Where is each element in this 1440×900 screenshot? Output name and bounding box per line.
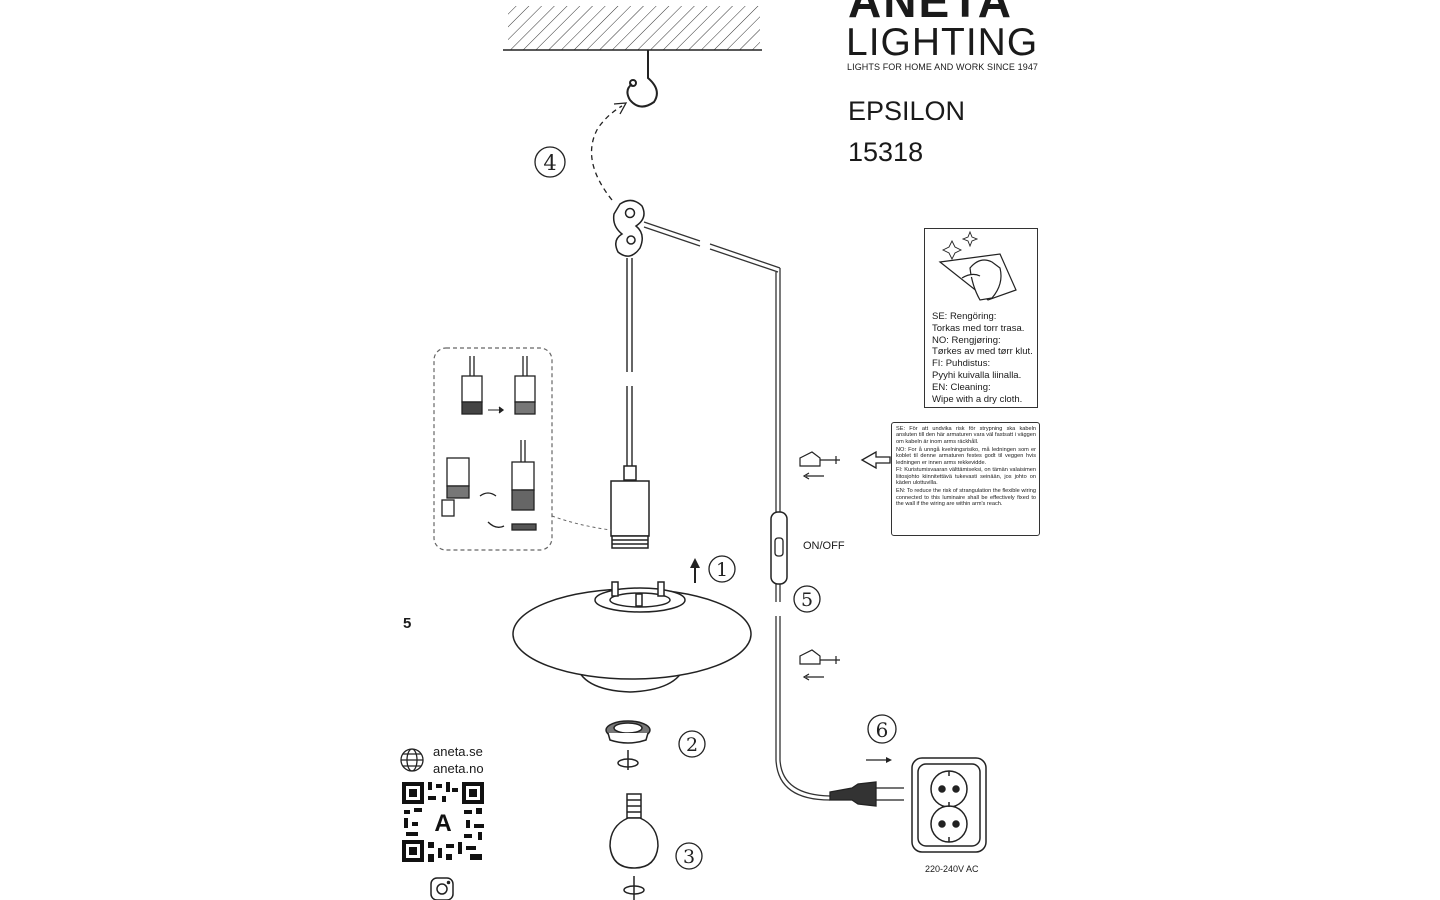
power-cord bbox=[643, 221, 831, 801]
safety-warning-box bbox=[891, 422, 1040, 536]
step-6-marker bbox=[867, 714, 897, 744]
step-1-label: 1 bbox=[716, 559, 728, 581]
cable-clip-icon bbox=[799, 451, 840, 480]
instagram-icon bbox=[430, 877, 454, 900]
suspension-cord bbox=[626, 258, 633, 466]
inline-switch bbox=[770, 511, 788, 585]
product-code: 15318 bbox=[848, 137, 924, 167]
cleaning-cloth-icon bbox=[938, 230, 1017, 301]
cable-clip-icon bbox=[799, 649, 840, 681]
step-3-marker bbox=[675, 842, 703, 870]
lamp-shade bbox=[512, 581, 752, 693]
ceiling-hook-icon bbox=[626, 50, 658, 108]
globe-icon bbox=[400, 748, 424, 772]
socket-detail-callout bbox=[433, 347, 612, 551]
website-link-no[interactable]: aneta.no bbox=[433, 761, 484, 776]
website-link-se[interactable]: aneta.se bbox=[433, 744, 483, 759]
step-1-marker bbox=[708, 555, 736, 583]
insert-arrow bbox=[690, 558, 700, 583]
bulb-icon bbox=[609, 793, 659, 900]
qr-code-icon: A bbox=[401, 781, 485, 863]
svg-text:A: A bbox=[434, 810, 451, 837]
lamp-socket bbox=[610, 465, 650, 549]
step-6-label: 6 bbox=[876, 718, 889, 742]
wall-outlet-icon bbox=[911, 757, 987, 853]
cleaning-instructions-box bbox=[924, 228, 1038, 408]
product-name: EPSILON bbox=[848, 96, 966, 126]
step-3-label: 3 bbox=[683, 846, 695, 868]
step-2-label: 2 bbox=[686, 734, 698, 756]
ceiling bbox=[503, 6, 762, 51]
brand-tagline: LIGHTS FOR HOME AND WORK SINCE 1947 bbox=[847, 62, 1039, 72]
warning-pointer bbox=[860, 450, 891, 470]
warning-no: NO: For å unngå kvelningsrisiko, må ledn… bbox=[896, 446, 1036, 466]
brand-name-top: ANETA bbox=[848, 0, 1014, 27]
cleaning-instructions-text: SE: Rengöring: Torkas med torr trasa. NO… bbox=[932, 311, 1033, 405]
shade-ring bbox=[605, 720, 651, 770]
switch-label: ON/OFF bbox=[803, 540, 845, 552]
hanger-loop bbox=[612, 199, 645, 257]
warning-se: SE: För att undvika risk för strypning s… bbox=[896, 426, 1036, 445]
step-4-marker bbox=[534, 146, 566, 178]
step-5-label: 5 bbox=[801, 589, 813, 611]
step-5-marker bbox=[793, 585, 821, 613]
step-4-label: 4 bbox=[543, 151, 556, 175]
page-number: 5 bbox=[403, 615, 412, 632]
warning-en: EN: To reduce the risk of strangulation … bbox=[896, 488, 1036, 507]
voltage-label: 220-240V AC bbox=[925, 864, 979, 874]
safety-warning-text: SE: För att undvika risk för strypning s… bbox=[896, 426, 1036, 509]
step-2-marker bbox=[678, 730, 706, 758]
brand-name-bottom: LIGHTING bbox=[846, 21, 1039, 64]
hang-arrow bbox=[590, 102, 628, 201]
plug-in-arrow bbox=[866, 757, 892, 763]
plug-icon bbox=[829, 781, 904, 807]
warning-fi: FI: Kuristumisvaaran välttämiseksi, on t… bbox=[896, 467, 1036, 487]
